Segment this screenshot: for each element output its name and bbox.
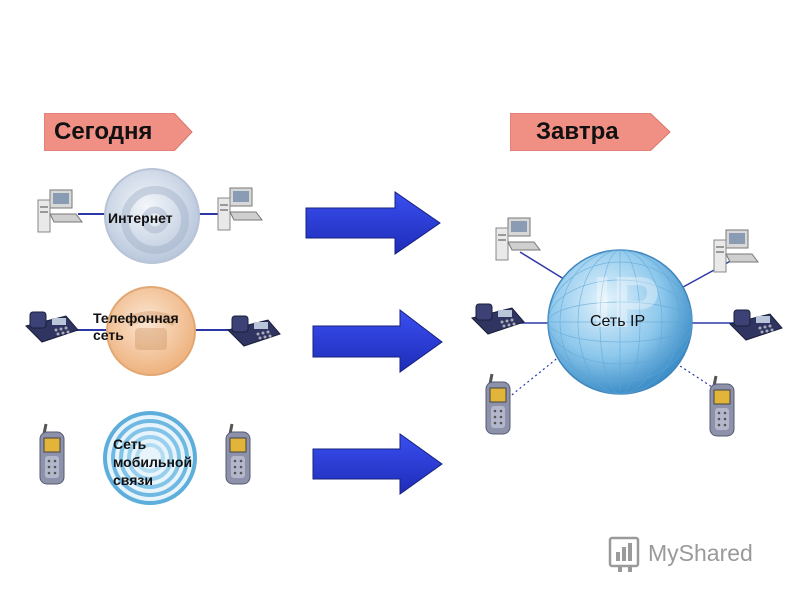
- mobile-network-label: Сеть мобильной связи: [113, 435, 192, 489]
- ip-network-label: Сеть IP: [590, 313, 646, 330]
- banner-today: Сегодня: [43, 112, 194, 152]
- desk-phone-icon: [25, 311, 79, 343]
- arrow-icon: [312, 433, 443, 495]
- banner-tomorrow-shape: [509, 112, 671, 152]
- watermark-text: MyShared: [648, 540, 753, 566]
- ip-sphere-glyph: IP: [592, 263, 661, 343]
- banner-tomorrow-label: Завтра: [536, 118, 619, 145]
- arrow-icon: [312, 308, 443, 373]
- internet-circle: [104, 168, 200, 264]
- banner-today-label: Сегодня: [54, 118, 153, 145]
- watermark: MyShared: [608, 536, 768, 572]
- arrow-icon: [305, 191, 441, 255]
- mobile-circle: [103, 411, 197, 505]
- internet-label: Интернет: [108, 210, 173, 226]
- mobile-network-label-line1: Сеть: [113, 436, 147, 452]
- mobile-network-label-line3: связи: [113, 472, 153, 488]
- ip-link-line: [507, 355, 561, 399]
- mobile-network-label-line2: мобильной: [113, 454, 193, 470]
- phone-network-label-line1: Телефонная: [93, 310, 179, 326]
- mobile-phone-icon: [484, 372, 512, 436]
- computer-icon: [495, 217, 541, 261]
- desk-phone-icon: [729, 309, 783, 341]
- banner-tomorrow: Завтра: [509, 112, 672, 152]
- computer-icon: [37, 189, 83, 233]
- myshared-logo-icon: [608, 536, 640, 572]
- ip-sphere-icon: [547, 249, 693, 395]
- phone-glyph-icon: [125, 311, 177, 350]
- computer-icon: [217, 187, 263, 231]
- banner-today-shape: [43, 112, 193, 152]
- desk-phone-icon: [471, 303, 525, 335]
- desk-phone-icon: [227, 315, 281, 347]
- mobile-phone-icon: [224, 422, 252, 486]
- phone-network-label-line2: сеть: [93, 327, 124, 343]
- phone-network-label: Телефонная сеть: [93, 310, 179, 344]
- mobile-phone-icon: [708, 374, 736, 438]
- computer-icon: [713, 229, 759, 273]
- at-sign-icon: [121, 186, 189, 254]
- phone-circle: [106, 286, 196, 376]
- mobile-phone-icon: [38, 422, 66, 486]
